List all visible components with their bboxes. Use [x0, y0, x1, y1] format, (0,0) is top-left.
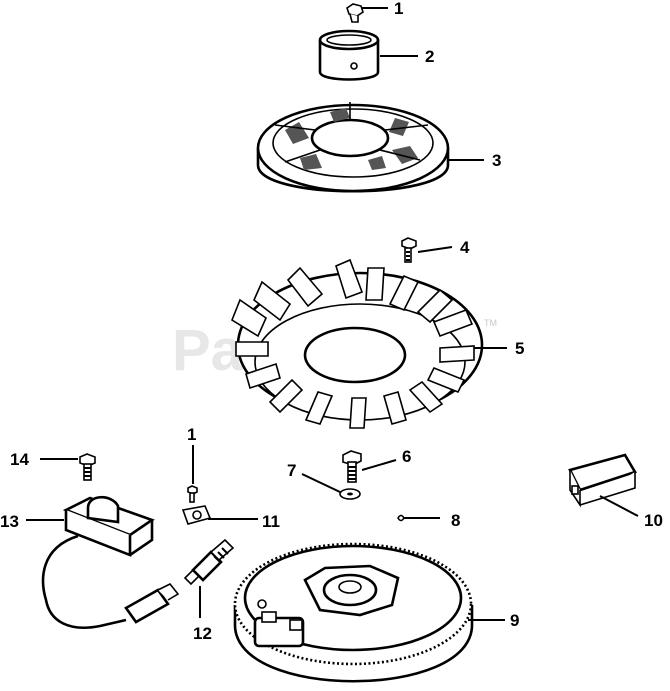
part-12-spark-plug[interactable]: [183, 538, 235, 586]
leader-lines: [26, 7, 639, 621]
part-9-flywheel[interactable]: [233, 542, 474, 683]
part-1-screw-top[interactable]: [346, 3, 364, 23]
watermark-tm: TM: [484, 318, 497, 328]
part-1-screw-lower[interactable]: [187, 485, 198, 503]
part-11-clip[interactable]: [181, 505, 212, 525]
callout-5: 5: [515, 339, 524, 358]
part-4-screw[interactable]: [401, 237, 417, 263]
callout-1-lower: 1: [187, 425, 196, 444]
callout-13: 13: [0, 512, 19, 531]
callout-9: 9: [510, 611, 519, 630]
callout-7: 7: [287, 461, 296, 480]
callout-10: 10: [644, 511, 663, 530]
part-13-ignition-module[interactable]: [41, 495, 180, 629]
callout-1-top: 1: [394, 0, 403, 18]
part-7-washer[interactable]: [339, 488, 361, 500]
callout-6: 6: [402, 447, 411, 466]
part-5-fan[interactable]: [231, 258, 484, 429]
callout-11: 11: [262, 512, 280, 531]
part-14-bolt[interactable]: [79, 453, 96, 481]
part-2-sleeve[interactable]: [318, 29, 380, 81]
callout-3: 3: [492, 151, 501, 170]
part-10-connector[interactable]: [568, 453, 637, 508]
part-8-key[interactable]: [397, 514, 405, 522]
callout-4: 4: [460, 238, 470, 257]
callout-14: 14: [10, 450, 29, 469]
part-3-screen[interactable]: [256, 102, 450, 193]
callout-12: 12: [193, 624, 212, 643]
callout-labels: 1 2 3 4 5 6 7 8 9 10 11 12 13 14 1: [0, 0, 663, 643]
callout-8: 8: [451, 511, 460, 530]
callout-2: 2: [425, 47, 434, 66]
part-6-bolt[interactable]: [342, 450, 362, 483]
